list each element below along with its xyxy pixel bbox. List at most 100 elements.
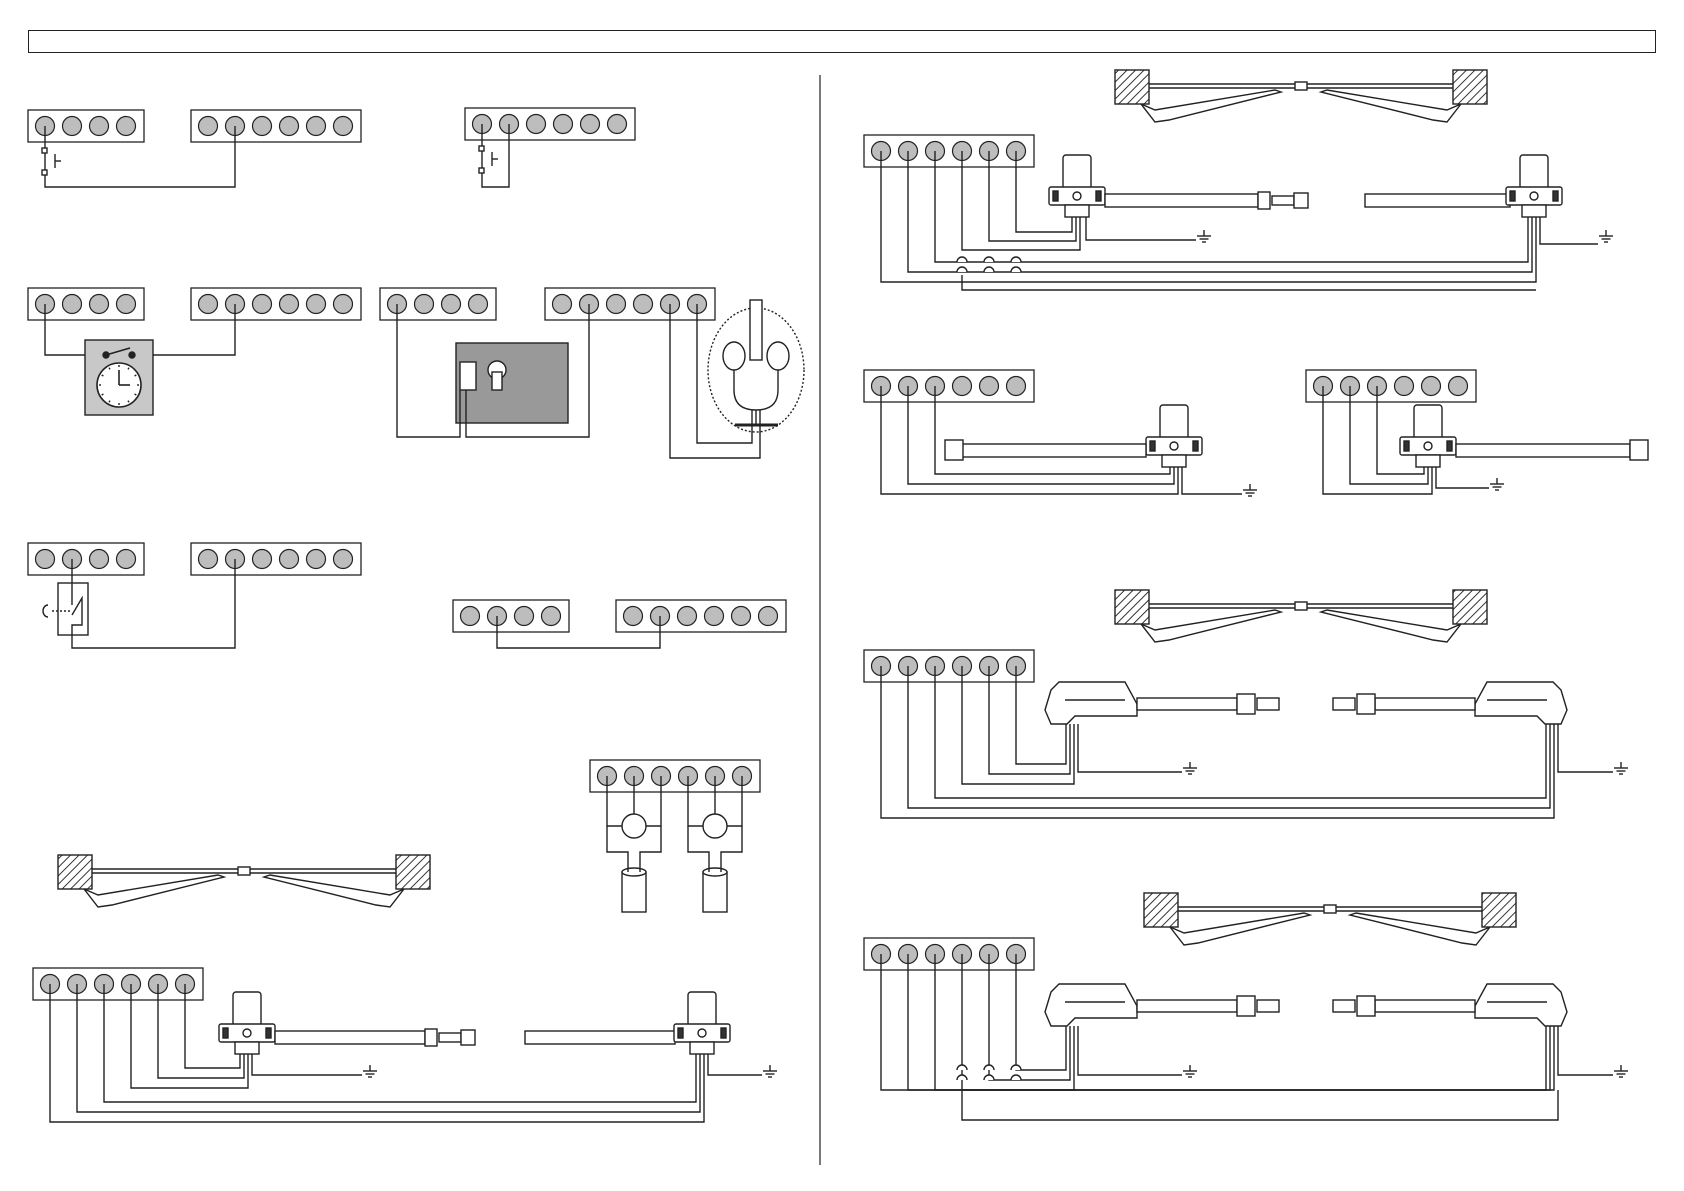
terminal [705,607,724,626]
rod-end-icon [425,1029,475,1046]
wire [252,1054,362,1075]
arm-left [1170,913,1310,945]
fig-jumper-link [453,600,786,648]
swing-motor-icon [1045,984,1279,1026]
wire [908,151,1532,272]
motor-icon [1049,155,1105,217]
terminal [1007,377,1026,396]
wire-crossing [957,1065,967,1070]
terminal [415,295,434,314]
wire [908,666,1550,808]
fig-single-motor-left [864,370,1257,496]
wire-crossing [1011,257,1021,262]
wire-crossing [984,1075,994,1080]
gate-plan-icon [58,855,430,907]
actuator-rod-icon [955,444,1146,457]
terminal [63,295,82,314]
wire-crossing [1011,1075,1021,1080]
earth-icon [1183,1065,1197,1077]
terminal [199,295,218,314]
earth-icon [1599,230,1613,242]
earth-icon [1614,1065,1628,1077]
fig-two-swing-motors-crossed [864,893,1628,1120]
wire-crossing [984,257,994,262]
arm-right [1350,913,1490,945]
wire-crossing [957,257,967,262]
rod-end-icon [945,440,963,460]
wire [397,304,460,437]
actuator-rod-icon [525,1031,675,1044]
terminal [90,550,109,569]
wire-crossing [984,1065,994,1070]
wire [935,666,1546,798]
pillar-left [58,855,92,889]
pillar-left [1144,893,1178,927]
terminal [953,377,972,396]
motor-icon [674,992,730,1054]
terminal [253,550,272,569]
wire [708,1054,762,1075]
earth-icon [1197,230,1211,242]
terminal [253,117,272,136]
terminal [1449,377,1468,396]
swing-motor-icon [1333,984,1567,1026]
terminal [634,295,653,314]
stop-switch-icon [43,583,88,635]
key-switch-icon [456,343,568,423]
pushbutton-icon [479,146,498,173]
terminal [554,115,573,134]
arm-right [1321,610,1461,642]
earth-icon [363,1065,377,1077]
terminal [307,550,326,569]
gate-plan-icon [1115,70,1487,122]
wire [881,666,1554,818]
wire [1558,724,1613,772]
motor-icon [1400,405,1456,467]
gate-plan-icon [1144,893,1516,945]
fig-two-swing-motors [864,590,1628,818]
terminal [542,607,561,626]
arm-right [1321,90,1461,122]
terminal [515,607,534,626]
terminal [732,607,751,626]
flashing-lamp-icon [708,300,804,432]
wire [1558,1026,1613,1075]
terminal [90,295,109,314]
wire [908,954,1550,1090]
swing-motor-icon [1333,682,1567,724]
pillar-left [1115,70,1149,104]
actuator-rod-icon [1105,194,1258,207]
terminal [253,295,272,314]
motor-icon [219,992,275,1054]
fig-pushbutton-single [465,108,635,187]
terminal [90,117,109,136]
terminal [280,295,299,314]
wire-crossing [984,267,994,272]
photocell-icon [622,814,646,912]
fig-photocells [590,760,760,912]
pillar-left [1115,590,1149,624]
swing-motor-icon [1045,682,1279,724]
terminal [759,607,778,626]
terminal [280,550,299,569]
terminal [199,550,218,569]
wire-crossing [957,1075,967,1080]
terminal [678,607,697,626]
terminal [199,117,218,136]
terminal [334,550,353,569]
arm-right [264,875,404,907]
actuator-rod-icon [275,1031,425,1044]
terminal [334,295,353,314]
terminal [624,607,643,626]
wire-crossing [1011,267,1021,272]
motor-icon [1506,155,1562,217]
actuator-rod-icon [1365,194,1510,207]
terminal [117,117,136,136]
fig-key-switch-lamp [380,288,804,458]
wire-crossing [957,267,967,272]
wire [1078,724,1182,772]
pillar-right [1482,893,1516,927]
pillar-right [1453,70,1487,104]
rod-end-icon [1630,440,1648,460]
